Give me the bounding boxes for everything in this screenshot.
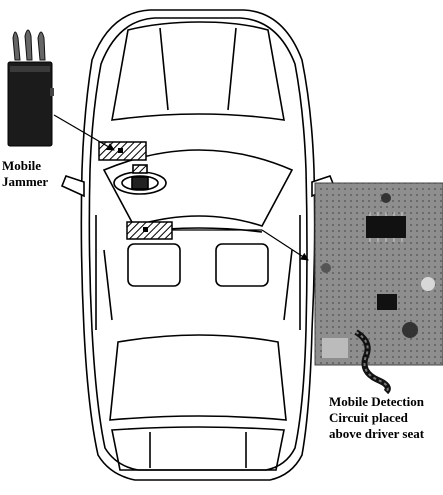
car-body-inner-line bbox=[88, 17, 308, 471]
mobile-jammer-device bbox=[7, 29, 54, 147]
detection-label-line-1: Mobile Detection bbox=[329, 394, 424, 409]
windshield bbox=[102, 149, 294, 227]
detection-label-line-3: above driver seat bbox=[329, 426, 425, 441]
car-body-outline bbox=[80, 9, 316, 481]
rear-window bbox=[109, 334, 287, 421]
front-seat-left bbox=[127, 243, 181, 287]
steering-wheel bbox=[113, 164, 167, 195]
detection-label-line-2: Circuit placed bbox=[329, 410, 408, 425]
front-seat-right bbox=[215, 243, 269, 287]
detection-label: Mobile Detection Circuit placed above dr… bbox=[329, 394, 424, 442]
jammer-label: Mobile Jammer bbox=[2, 158, 48, 190]
car-top-view bbox=[80, 9, 316, 481]
jammer-label-line-1: Mobile bbox=[2, 158, 41, 173]
left-mirror bbox=[60, 175, 85, 198]
trunk-panel bbox=[111, 426, 285, 471]
jammer-label-line-2: Jammer bbox=[2, 174, 49, 189]
hood-panel bbox=[111, 21, 285, 121]
jammer-arrow bbox=[53, 114, 115, 151]
detection-circuit-photo bbox=[314, 182, 443, 395]
detection-placement-box bbox=[126, 221, 173, 240]
